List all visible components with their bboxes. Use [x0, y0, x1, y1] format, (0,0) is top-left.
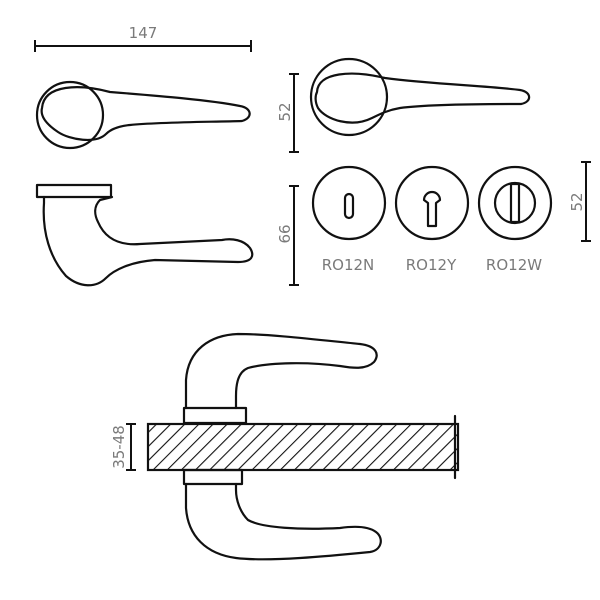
lever-upper-section	[182, 332, 378, 425]
width-dimension: 147	[34, 24, 252, 52]
escutcheon-code-ro12w: RO12W	[486, 256, 542, 274]
lever-lower-section	[182, 468, 382, 561]
lever-side-view	[35, 183, 254, 287]
door-thickness-dimension: 35-48	[110, 423, 136, 471]
escutcheon-height-dimension: 52	[568, 161, 591, 242]
width-dimension-label: 147	[129, 24, 158, 42]
lever-top-view	[35, 80, 251, 150]
escutcheon-ro12w: RO12W	[477, 165, 553, 274]
escutcheon-ro12y: RO12Y	[394, 165, 470, 274]
lever-with-rose-side	[309, 57, 531, 137]
escutcheon-ro12n: RO12N	[311, 165, 387, 274]
escutcheon-height-label: 52	[568, 192, 586, 211]
rose-height-dimension: 52	[276, 73, 299, 153]
key-slot-icon	[343, 192, 355, 220]
escutcheon-code-ro12n: RO12N	[322, 256, 375, 274]
euro-cylinder-icon	[422, 190, 442, 228]
door-section	[146, 414, 460, 480]
lever-height-label: 66	[276, 224, 294, 243]
door-thickness-label: 35-48	[110, 425, 128, 469]
rose-height-label: 52	[276, 102, 294, 121]
lever-height-dimension: 66	[276, 185, 299, 286]
escutcheon-code-ro12y: RO12Y	[406, 256, 457, 274]
bathroom-turn-icon	[493, 181, 537, 225]
